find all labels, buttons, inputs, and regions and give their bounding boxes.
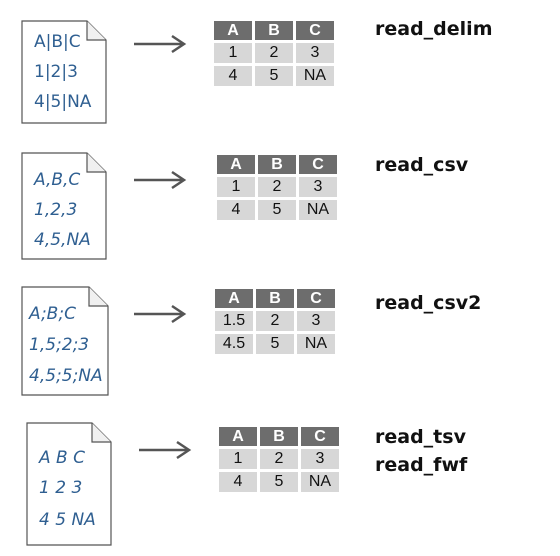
table-cell: 4.5 xyxy=(215,334,253,354)
file-line: 1,5;2;3 xyxy=(29,335,90,355)
column-header: A xyxy=(217,155,255,174)
file-line: 1 2 3 xyxy=(39,478,83,498)
table-cell: 4 xyxy=(217,200,255,220)
table-cell: 2 xyxy=(256,311,294,331)
column-header: C xyxy=(299,155,337,174)
column-header: B xyxy=(255,21,293,40)
arrow-right-icon xyxy=(134,34,187,54)
column-header: B xyxy=(256,289,294,308)
arrow-right-icon xyxy=(134,304,187,324)
column-header: A xyxy=(219,427,257,446)
column-header: B xyxy=(260,427,298,446)
text-file-icon: A B C 1 2 3 4 5 NA xyxy=(26,422,112,546)
table-cell: 1 xyxy=(217,177,255,197)
example-row-csv: A,B,C 1,2,3 4,5,NA A B C 1 2 3 4 5 NA re… xyxy=(0,134,560,264)
data-frame-table: A B C 1 2 3 4 5 NA xyxy=(216,424,342,495)
function-name: read_csv xyxy=(375,154,469,176)
file-line: A B C xyxy=(39,448,85,468)
table-cell: 3 xyxy=(301,449,339,469)
arrow-right-icon xyxy=(139,440,192,460)
file-line: 1|2|3 xyxy=(34,62,78,82)
table-cell: 5 xyxy=(260,472,298,492)
table-cell: 1.5 xyxy=(215,311,253,331)
file-line: 4|5|NA xyxy=(34,92,92,112)
table-cell: 2 xyxy=(258,177,296,197)
table-cell: 4 xyxy=(219,472,257,492)
table-cell: 3 xyxy=(299,177,337,197)
example-row-csv2: A;B;C 1,5;2;3 4,5;5;NA A B C 1.5 2 3 4.5… xyxy=(0,272,560,402)
table-cell: NA xyxy=(297,334,335,354)
text-file-icon: A|B|C 1|2|3 4|5|NA xyxy=(21,20,107,124)
example-row-tsv-fwf: A B C 1 2 3 4 5 NA A B C 1 2 3 4 5 NA re… xyxy=(0,412,560,546)
function-name: read_fwf xyxy=(375,454,468,476)
table-cell: NA xyxy=(301,472,339,492)
column-header: A xyxy=(214,21,252,40)
data-frame-table: A B C 1.5 2 3 4.5 5 NA xyxy=(212,286,338,357)
table-cell: 5 xyxy=(258,200,296,220)
example-row-delim: A|B|C 1|2|3 4|5|NA A B C 1 2 3 4 5 NA re… xyxy=(0,0,560,130)
column-header: C xyxy=(297,289,335,308)
table-cell: 1 xyxy=(214,43,252,63)
column-header: A xyxy=(215,289,253,308)
table-cell: 3 xyxy=(297,311,335,331)
table-cell: NA xyxy=(296,66,334,86)
arrow-right-icon xyxy=(134,170,187,190)
file-line: A,B,C xyxy=(34,170,81,190)
file-line: 4,5;5;NA xyxy=(29,366,103,386)
function-name: read_csv2 xyxy=(375,292,482,314)
table-cell: 5 xyxy=(255,66,293,86)
function-name: read_tsv xyxy=(375,426,466,448)
data-frame-table: A B C 1 2 3 4 5 NA xyxy=(214,152,340,223)
column-header: C xyxy=(296,21,334,40)
text-file-icon: A;B;C 1,5;2;3 4,5;5;NA xyxy=(21,286,109,396)
file-line: 4,5,NA xyxy=(34,230,91,250)
table-cell: 5 xyxy=(256,334,294,354)
file-line: 4 5 NA xyxy=(39,510,96,530)
table-cell: 3 xyxy=(296,43,334,63)
text-file-icon: A,B,C 1,2,3 4,5,NA xyxy=(21,152,107,260)
data-frame-table: A B C 1 2 3 4 5 NA xyxy=(211,18,337,89)
column-header: C xyxy=(301,427,339,446)
table-cell: 4 xyxy=(214,66,252,86)
column-header: B xyxy=(258,155,296,174)
table-cell: 2 xyxy=(260,449,298,469)
file-line: 1,2,3 xyxy=(34,200,78,220)
function-name: read_delim xyxy=(375,18,493,40)
file-line: A;B;C xyxy=(29,304,76,324)
table-cell: 1 xyxy=(219,449,257,469)
file-line: A|B|C xyxy=(34,32,81,52)
table-cell: 2 xyxy=(255,43,293,63)
table-cell: NA xyxy=(299,200,337,220)
